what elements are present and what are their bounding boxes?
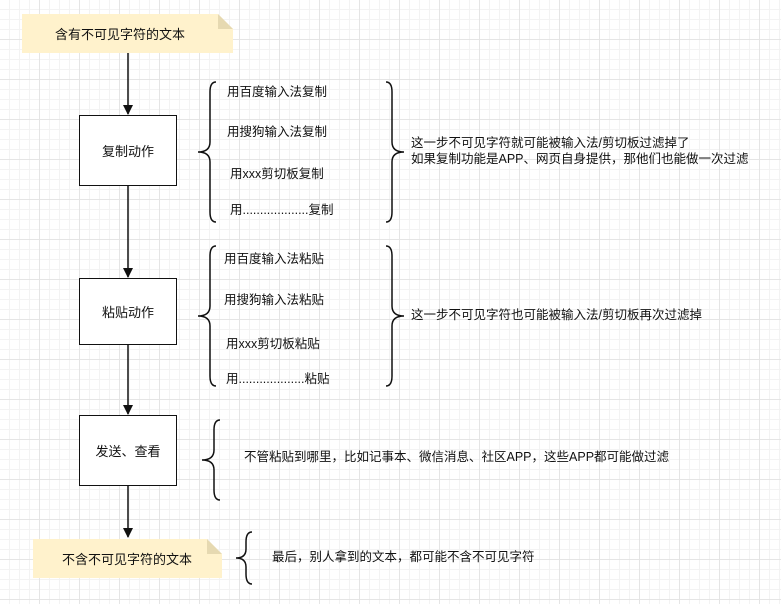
start-note-fold xyxy=(218,14,233,29)
paste-method-baidu: 用百度输入法粘贴 xyxy=(224,252,325,266)
end-note: 不含不可见字符的文本 xyxy=(33,539,221,578)
copy-method-sogou: 用搜狗输入法复制 xyxy=(227,125,328,139)
send-note: 不管粘贴到哪里，比如记事本、微信消息、社区APP，这些APP都可能做过滤 xyxy=(244,450,670,464)
start-note-shape xyxy=(22,14,233,53)
paste-method-sogou: 用搜狗输入法粘贴 xyxy=(224,293,325,307)
copy-action-box: 复制动作 xyxy=(79,115,177,186)
send-view-box: 发送、查看 xyxy=(79,415,177,486)
start-note-label: 含有不可见字符的文本 xyxy=(54,27,185,42)
send-view-label: 发送、查看 xyxy=(95,444,161,459)
brace-paste-note xyxy=(385,245,405,387)
brace-copy-methods xyxy=(197,81,217,223)
copy-note-line-2: 如果复制功能是APP、网页自身提供，那他们也能做一次过滤 xyxy=(411,152,749,166)
paste-method-other: 用...................粘贴 xyxy=(226,372,330,386)
paste-note: 这一步不可见字符也可能被输入法/剪切板再次过滤掉 xyxy=(411,308,702,322)
end-note-label: 不含不可见字符的文本 xyxy=(61,552,192,567)
paste-method-clipboard: 用xxx剪切板粘贴 xyxy=(226,337,320,351)
end-note-shape xyxy=(33,539,222,578)
brace-paste-methods xyxy=(197,245,217,387)
copy-note-line-1: 这一步不可见字符就可能被输入法/剪切板过滤掉了 xyxy=(411,136,690,150)
copy-method-other: 用...................复制 xyxy=(230,203,334,217)
brace-copy-note xyxy=(385,81,405,223)
brace-end xyxy=(235,531,253,585)
copy-method-baidu: 用百度输入法复制 xyxy=(227,85,328,99)
end-caption: 最后，别人拿到的文本，都可能不含不可见字符 xyxy=(272,550,535,564)
brace-send xyxy=(201,419,221,501)
paste-action-box: 粘贴动作 xyxy=(79,278,177,345)
start-note: 含有不可见字符的文本 xyxy=(22,14,218,53)
end-note-fold xyxy=(207,539,222,554)
copy-action-label: 复制动作 xyxy=(101,144,154,159)
paste-action-label: 粘贴动作 xyxy=(101,305,154,320)
copy-method-clipboard: 用xxx剪切板复制 xyxy=(230,167,324,181)
